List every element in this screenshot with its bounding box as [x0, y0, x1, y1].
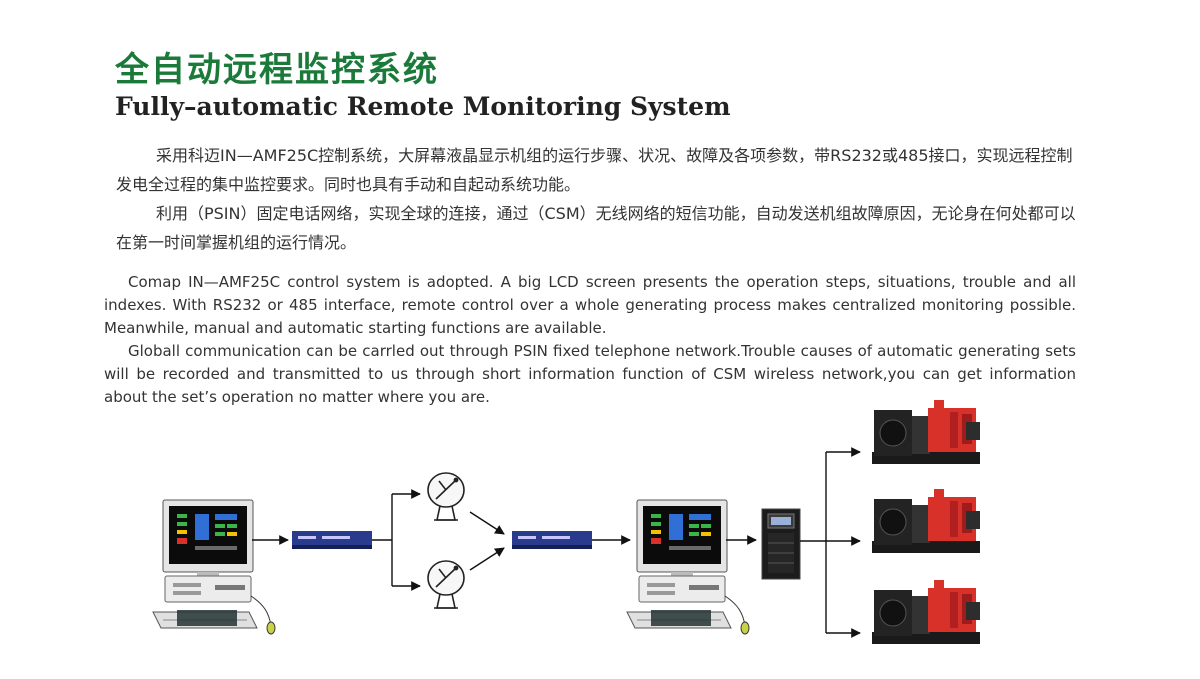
satellite-dish-icon [427, 472, 465, 521]
modem-right [512, 531, 592, 549]
generator-2 [871, 488, 981, 554]
generator-icon [871, 399, 981, 465]
modem-icon [512, 531, 592, 549]
computer-icon [152, 499, 276, 635]
cn-paragraph-2: 利用（PSIN）固定电话网络，实现全球的连接，通过（CSM）无线网络的短信功能，… [116, 204, 1076, 252]
link-line [469, 511, 505, 535]
generator-icon [871, 579, 981, 645]
en-paragraph-1: Comap IN—AMF25C control system is adopte… [104, 273, 1076, 337]
cn-paragraph-1: 采用科迈IN—AMF25C控制系统，大屏幕液晶显示机组的运行步骤、状况、故障及各… [116, 146, 1073, 194]
satellite-dish-top [427, 472, 465, 521]
satellite-dish-bottom [427, 560, 465, 609]
modem-icon [292, 531, 372, 549]
computer-right [626, 499, 750, 635]
satellite-dish-icon [427, 560, 465, 609]
computer-left [152, 499, 276, 635]
page-title-en: Fully–automatic Remote Monitoring System [115, 92, 731, 121]
page-title-cn: 全自动远程监控系统 [115, 50, 439, 90]
generator-3 [871, 579, 981, 645]
link-line [469, 547, 505, 571]
en-paragraph-2: Globall communication can be carrled out… [104, 342, 1076, 406]
generator-1 [871, 399, 981, 465]
modem-left [292, 531, 372, 549]
controller-cabinet-icon [761, 508, 801, 580]
controller-cabinet [761, 508, 801, 580]
computer-icon [626, 499, 750, 635]
generator-icon [871, 488, 981, 554]
